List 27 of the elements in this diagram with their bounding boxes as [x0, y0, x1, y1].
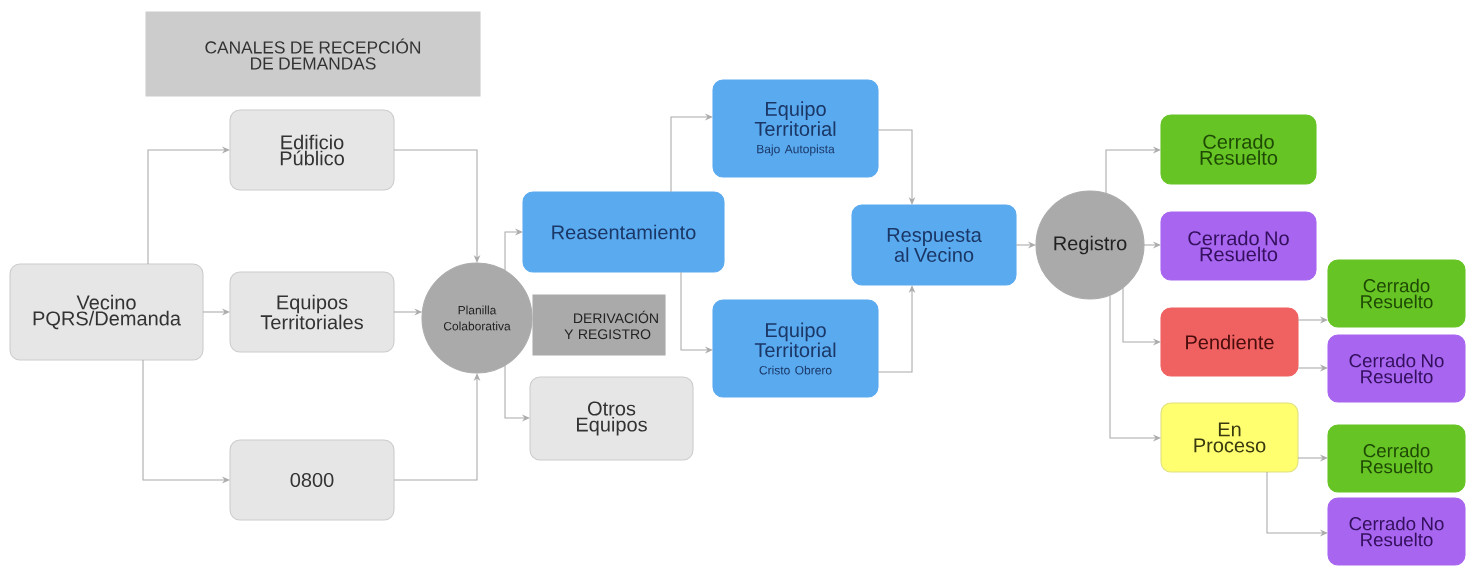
status-box: Cerrado No Resuelto — [1327, 497, 1466, 566]
status-box: Cerrado Resuelto — [1160, 114, 1317, 185]
arrow — [1105, 146, 1161, 194]
status-box: En Proceso — [1160, 402, 1299, 473]
process-box: Reasentamiento — [522, 191, 725, 273]
status-box: Cerrado Resuelto — [1327, 259, 1466, 328]
status-box: Cerrado No Resuelto — [1160, 211, 1317, 281]
label-band: DERIVACIÓN Y REGISTRO — [532, 294, 666, 356]
process-box: Edificio Público — [229, 109, 395, 191]
process-box: Equipo Territorial Bajo Autopista — [712, 79, 879, 178]
circle-node: Registro — [1035, 190, 1145, 300]
process-box: Equipos Territoriales — [229, 271, 395, 353]
process-box: Vecino PQRS/Demanda — [9, 263, 204, 361]
arrow — [670, 113, 713, 193]
status-box: Cerrado Resuelto — [1327, 424, 1466, 493]
arrow — [147, 146, 230, 265]
status-box: Cerrado No Resuelto — [1327, 334, 1466, 403]
process-box: 0800 — [229, 439, 395, 521]
header-box: CANALES DE RECEPCIÓN DE DEMANDAS — [145, 11, 481, 97]
arrow — [504, 228, 523, 272]
process-box: Respuesta al Vecino — [851, 204, 1017, 286]
circle-node: Planilla Colaborativa — [421, 262, 533, 374]
arrow — [393, 149, 481, 263]
process-box: Otros Equipos — [529, 376, 694, 461]
arrow — [877, 129, 916, 205]
process-box: Equipo Territorial Cristo Obrero — [712, 299, 879, 398]
status-box: Pendiente — [1160, 307, 1299, 377]
